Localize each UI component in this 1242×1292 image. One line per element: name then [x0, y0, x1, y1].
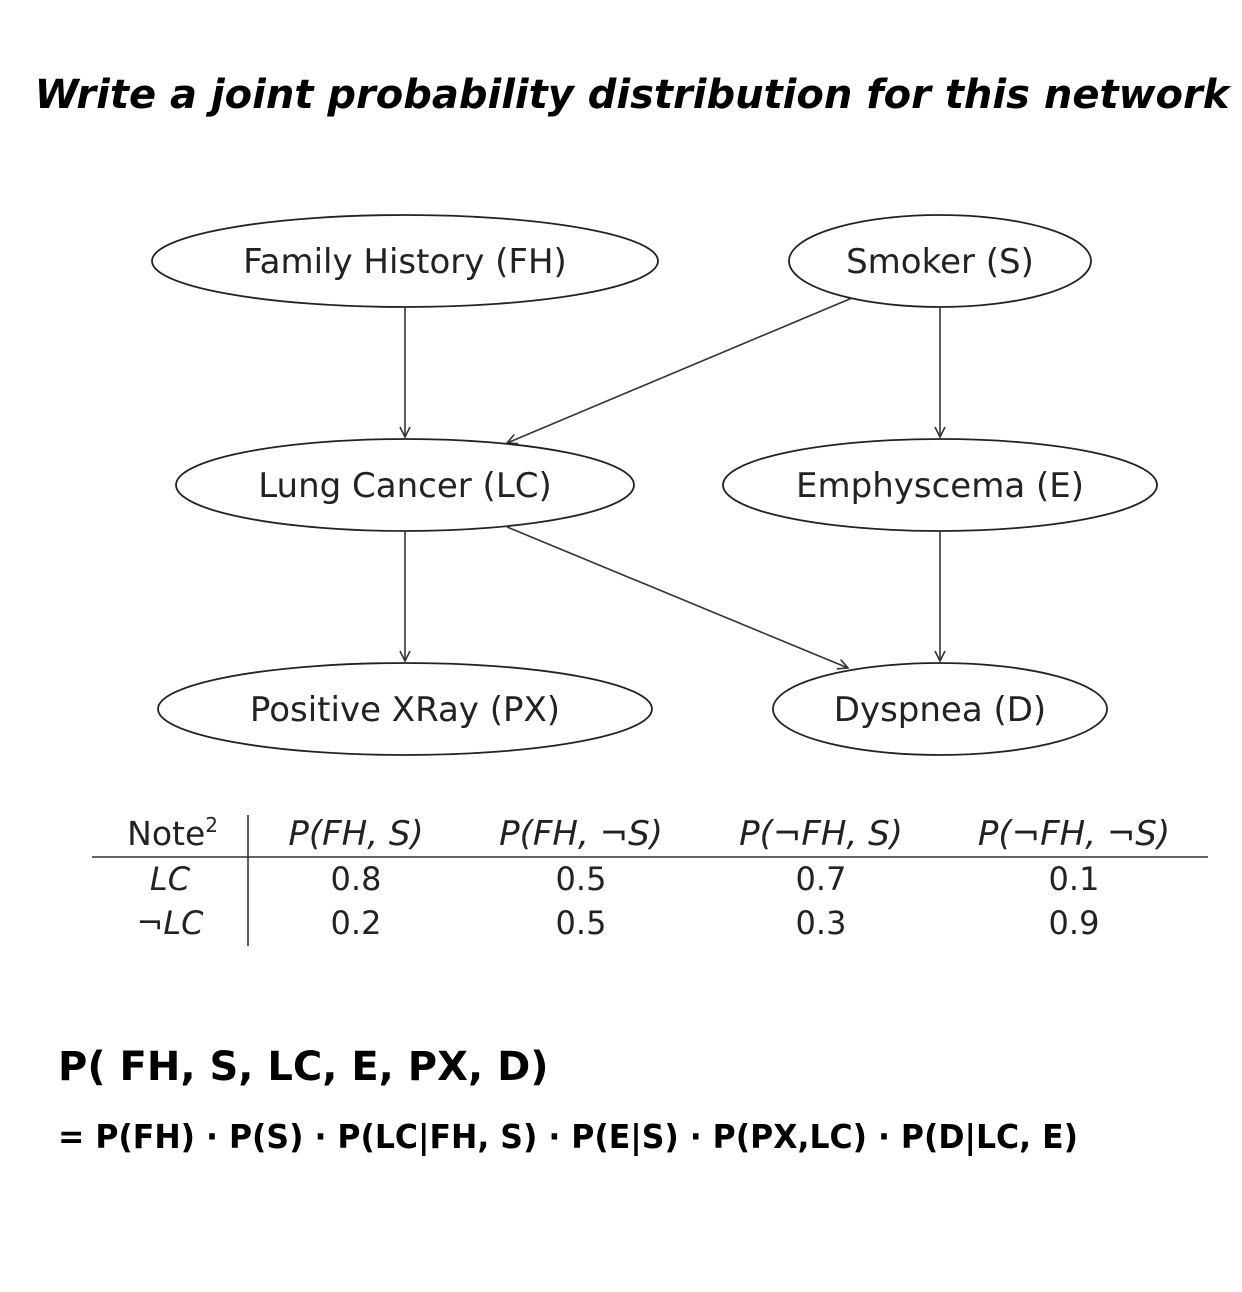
probability-table: Note2 P(FH, S) P(FH, ¬S) P(¬FH, S) P(¬FH… — [92, 813, 1208, 946]
table-col-header: P(FH, ¬S) — [499, 814, 663, 854]
table-col-header: P(¬FH, ¬S) — [978, 814, 1170, 854]
table-corner: Note2 — [127, 813, 218, 853]
node-lung-cancer: Lung Cancer (LC) — [175, 438, 635, 532]
node-label-px: Positive XRay (PX) — [250, 690, 560, 730]
table-col-header: P(¬FH, S) — [739, 814, 903, 854]
node-label-fh: Family History (FH) — [243, 242, 567, 282]
handwritten-answer-line2: = P(FH) · P(S) · P(LC|FH, S) · P(E|S) · … — [58, 1117, 1078, 1156]
table-cell: 0.9 — [1049, 904, 1100, 942]
node-family-history: Family History (FH) — [151, 214, 659, 308]
table-cell: 0.8 — [331, 860, 382, 898]
table-row-label: LC — [150, 860, 191, 898]
node-label-e: Emphyscema (E) — [796, 466, 1084, 506]
edge-lc-d — [506, 526, 848, 668]
node-emphyscema: Emphyscema (E) — [722, 438, 1158, 532]
table-cell: 0.7 — [796, 860, 847, 898]
edge-s-lc — [507, 297, 853, 443]
node-label-lc: Lung Cancer (LC) — [258, 466, 552, 506]
handwritten-title: Write a joint probability distribution f… — [35, 72, 1232, 118]
table-col-header: P(FH, S) — [288, 814, 423, 854]
table-cell: 0.2 — [331, 904, 382, 942]
network-edges — [405, 297, 940, 668]
table-cell: 0.5 — [556, 904, 607, 942]
node-positive-xray: Positive XRay (PX) — [157, 662, 653, 756]
table-cell: 0.5 — [556, 860, 607, 898]
table-cell: 0.1 — [1049, 860, 1100, 898]
node-dyspnea: Dyspnea (D) — [772, 662, 1108, 756]
table-cell: 0.3 — [796, 904, 847, 942]
node-smoker: Smoker (S) — [788, 214, 1092, 308]
node-label-s: Smoker (S) — [846, 242, 1034, 282]
node-label-d: Dyspnea (D) — [834, 690, 1046, 730]
handwritten-answer-line1: P( FH, S, LC, E, PX, D) — [58, 1044, 549, 1090]
table-row-label: ¬LC — [137, 904, 205, 942]
